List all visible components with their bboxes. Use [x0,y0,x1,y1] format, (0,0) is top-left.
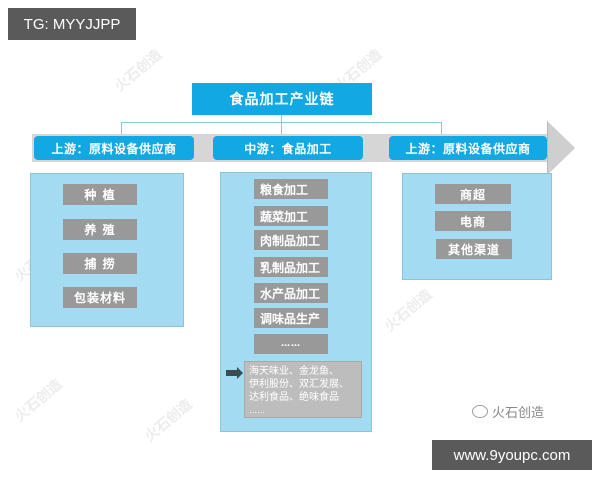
midstream-item: 粮食加工 [254,179,328,199]
pointer-arrow-icon [237,367,243,379]
midstream-item-more: …… [254,334,328,354]
companies-line: 达利食品、绝味食品 [249,392,339,403]
midstream-item: 水产品加工 [254,283,328,303]
stage-downstream-header: 上游：原料设备供应商 [389,136,547,160]
companies-line: 伊利股份、双汇发展、 [249,379,349,390]
diagram-title: 食品加工产业链 [192,83,372,115]
connector-line [121,122,122,136]
pointer-arrow-icon [226,370,238,376]
wechat-brand: 火石创造 [472,402,544,421]
watermark: 火石创造 [12,376,66,425]
companies-line: …… [249,406,265,415]
watermark: 火石创造 [112,46,166,95]
flow-arrow-head-icon [548,122,575,174]
midstream-item: 乳制品加工 [254,257,328,277]
representative-companies: 海天味业、金龙鱼、 伊利股份、双汇发展、 达利食品、绝味食品 …… [244,361,362,418]
midstream-item: 调味品生产 [254,308,328,328]
upstream-item: 包装材料 [63,287,137,308]
stage-upstream-header: 上游：原料设备供应商 [34,136,194,160]
downstream-item: 电商 [435,211,511,231]
midstream-item: 肉制品加工 [254,230,328,250]
url-badge: www.9youpc.com [432,440,592,470]
downstream-item: 商超 [435,184,511,204]
watermark: 火石创造 [142,396,196,445]
upstream-item: 养 殖 [63,219,137,240]
companies-line: 海天味业、金龙鱼、 [249,366,339,377]
upstream-item: 捕 捞 [63,253,137,274]
midstream-item: 蔬菜加工 [254,206,328,226]
brand-name: 火石创造 [492,406,545,421]
connector-line [281,115,282,136]
stage-midstream-header: 中游：食品加工 [213,136,363,160]
wechat-icon [472,405,488,418]
connector-line [441,122,442,136]
watermark: 火石创造 [382,286,436,335]
upstream-item: 种 植 [63,184,137,205]
downstream-item: 其他渠道 [436,239,512,259]
tg-badge: TG: MYYJJPP [8,8,136,40]
connector-line [121,122,441,123]
